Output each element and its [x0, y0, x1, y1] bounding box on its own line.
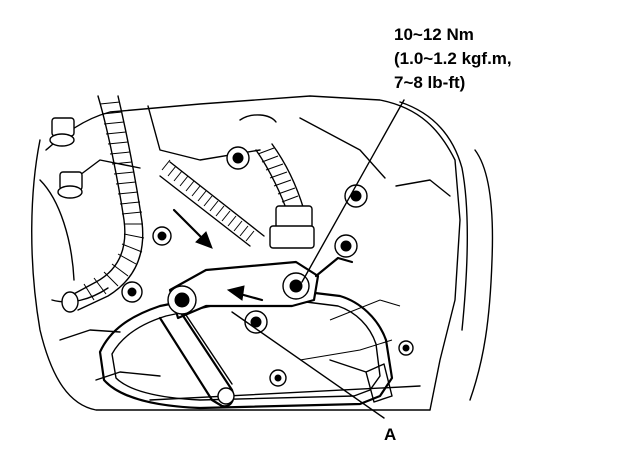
bolt-plate-left: [152, 226, 172, 246]
shift-lever-linkage: [158, 256, 354, 408]
housing-bolts: [49, 117, 414, 387]
right-bracket: [329, 359, 393, 403]
bolt-left-mid: [57, 171, 83, 199]
callout-a-label: A: [384, 425, 396, 444]
bolt-plate-right: [398, 340, 414, 356]
torque-leader-line: [301, 99, 405, 283]
bolt-upper-right: [344, 184, 368, 208]
shift-cover-plate: [98, 288, 394, 410]
callout-a-leader-line: [231, 311, 385, 419]
torque-spec-label: 10~12 Nm (1.0~1.2 kgf.m, 7~8 lb-ft): [394, 25, 512, 92]
bolt-left-lower: [121, 281, 143, 303]
bolt-plate-right-lower: [269, 369, 287, 387]
direction-arrow-lever: [226, 285, 264, 302]
upper-hose-right: [255, 143, 315, 249]
diagonal-spring-hose: [159, 159, 265, 247]
torque-spec-line3: 7~8 lb-ft): [394, 73, 465, 92]
bolt-upper-middle: [226, 146, 250, 170]
bolt-right: [334, 234, 358, 258]
torque-spec-line2: (1.0~1.2 kgf.m,: [394, 49, 512, 68]
torque-spec-line1: 10~12 Nm: [394, 25, 474, 44]
direction-arrow-spring: [172, 208, 213, 249]
bolt-upper-left: [49, 117, 75, 147]
corrugated-hose-left: [61, 95, 145, 313]
